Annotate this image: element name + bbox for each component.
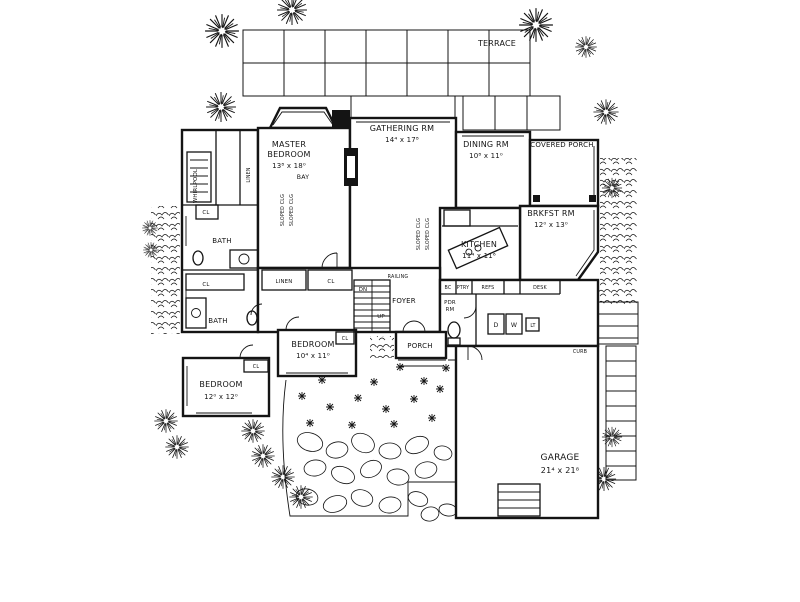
toilet <box>192 250 204 266</box>
range <box>443 209 471 227</box>
refrigerator-label: REFS <box>482 285 495 291</box>
chimney <box>332 110 350 128</box>
hall-closet-box <box>307 269 353 291</box>
sloped-ceiling-label: SLOPED CLG <box>425 218 431 250</box>
washer-label: W <box>511 322 517 329</box>
master-label-2: BEDROOM <box>267 150 310 159</box>
curb-label: CURB <box>573 349 587 355</box>
closet-box <box>335 331 355 345</box>
closet-label: CL <box>342 336 349 342</box>
closet-box <box>195 204 219 220</box>
toilet-tank <box>447 337 461 346</box>
bay-window <box>268 106 338 130</box>
sloped-ceiling-label: SLOPED CLG <box>416 218 422 250</box>
whirlpool-label: WHIRLPOOL <box>193 169 199 203</box>
garage <box>454 344 600 520</box>
front-porch <box>394 330 448 360</box>
washer-box <box>505 313 523 335</box>
master-dim: 13⁸ x 18⁰ <box>272 162 306 170</box>
bath-upper-label: BATH <box>212 237 231 245</box>
dining-dim: 10⁸ x 11⁰ <box>469 152 503 160</box>
shrub-patch-porch <box>370 336 394 358</box>
bedroom-left-label: BEDROOM <box>199 380 242 389</box>
closet-label: CL <box>202 282 209 288</box>
door-garage <box>467 345 483 361</box>
linen-hall-label: LINEN <box>275 279 292 285</box>
labels: TERRACE MASTER BEDROOM 13⁸ x 18⁰ BAY GAT… <box>193 39 593 475</box>
pantry-label: PTRY <box>457 285 470 291</box>
door-bath <box>250 303 263 316</box>
gathering-label: GATHERING RM <box>370 124 435 133</box>
laundry-tray-box <box>525 317 540 332</box>
pdr-label-1: PDR <box>444 300 456 306</box>
bedroom-mid-label: BEDROOM <box>291 340 334 349</box>
closet-label: CL <box>202 210 209 216</box>
garage-dim: 21⁴ x 21⁸ <box>541 466 579 475</box>
sloped-ceiling-label: SLOPED CLG <box>280 194 286 226</box>
bedroom-mid-dim: 10⁴ x 11⁰ <box>296 352 330 360</box>
master-label-1: MASTER <box>272 140 306 149</box>
bedroom-left-dim: 12⁰ x 12⁰ <box>204 393 238 401</box>
shrub-strip-left <box>151 206 180 334</box>
hall-band <box>256 266 442 334</box>
gathering-room <box>348 116 458 272</box>
door-master <box>321 252 338 269</box>
desk-label: DESK <box>533 285 547 291</box>
linen-closet-box <box>261 269 307 291</box>
laundry-tray-label: LT <box>530 323 535 329</box>
whirlpool-tub <box>186 151 212 203</box>
garage-label: GARAGE <box>541 453 580 463</box>
masonry <box>332 110 596 202</box>
broom-closet-label: BC <box>445 285 452 291</box>
bay-label: BAY <box>297 174 309 181</box>
sink <box>191 308 201 318</box>
stairs-up-label: UP <box>377 314 385 320</box>
service-band <box>438 278 600 348</box>
windows <box>185 111 595 414</box>
sink <box>238 253 250 265</box>
bedroom-mid <box>276 328 358 378</box>
shrub-strip-right <box>600 158 637 304</box>
walls <box>180 106 600 520</box>
sloped-ceiling-label: SLOPED CLG <box>289 194 295 226</box>
closet-label: CL <box>327 279 334 285</box>
covered-porch <box>528 138 600 208</box>
vanity <box>229 249 259 269</box>
porch-label: PORCH <box>407 342 432 350</box>
dryer-box <box>487 313 505 335</box>
gathering-dim: 14⁴ x 17⁸ <box>385 136 419 144</box>
dryer-label: D <box>494 322 499 329</box>
bath-lower-label: BATH <box>208 317 227 325</box>
foyer-label: FOYER <box>392 297 416 305</box>
door-front <box>402 320 426 333</box>
kitchen-label: KITCHEN <box>461 240 497 249</box>
kitchen-dim: 11⁴ x 11⁶ <box>462 252 496 260</box>
terrace-paving <box>242 29 561 131</box>
brkfst-label: BRKFST RM <box>527 209 575 218</box>
pdr-label-2: RM <box>446 307 455 313</box>
porch-post <box>533 195 540 202</box>
closet-label: CL <box>253 364 260 370</box>
porch-post <box>589 195 596 202</box>
railing-label: RAILING <box>388 274 409 280</box>
bedroom-left <box>181 356 271 418</box>
door-powder <box>463 305 477 319</box>
brkfst-dim: 12⁰ x 13⁰ <box>534 221 568 229</box>
terrace-label: TERRACE <box>477 39 516 48</box>
flagstone-patio <box>282 359 461 522</box>
dining-label: DINING RM <box>463 140 509 149</box>
side-walkway <box>560 301 639 481</box>
firebox <box>347 156 355 178</box>
linen-vert-label: LINEN <box>246 167 252 183</box>
stairs-down-label: DN <box>359 287 368 293</box>
closet-box <box>243 359 269 373</box>
door-bedroom-mid <box>285 316 300 331</box>
covered-porch-label: COVERED PORCH <box>530 141 593 149</box>
kitchen-island <box>447 226 509 270</box>
master-bedroom <box>256 126 352 270</box>
door-bedroom-left <box>239 344 254 359</box>
